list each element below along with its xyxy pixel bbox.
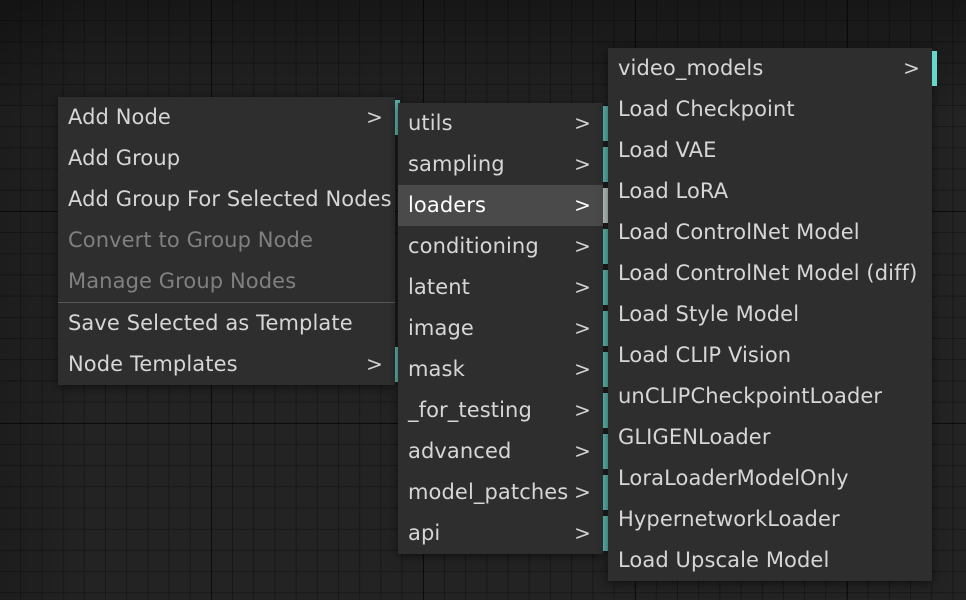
submenu-marker-bar	[603, 106, 608, 141]
menu-item-label: image	[408, 316, 474, 340]
submenu-arrow-icon: >	[574, 316, 591, 340]
menu-separator	[58, 302, 395, 303]
submenu-marker-bar	[603, 188, 608, 223]
menu-item-label: _for_testing	[408, 398, 532, 422]
submenu-arrow-icon: >	[574, 152, 591, 176]
menu-item-add-node[interactable]: Add Node >	[58, 97, 400, 138]
menu-item-load-vae[interactable]: Load VAE	[608, 130, 932, 171]
submenu-marker-bar	[603, 229, 608, 264]
menu-item-manage-group-nodes: Manage Group Nodes	[58, 261, 395, 302]
menu-item-hypernetworkloader[interactable]: HypernetworkLoader	[608, 499, 932, 540]
submenu-marker-bar	[603, 475, 608, 510]
menu-item-unclipcheckpointloader[interactable]: unCLIPCheckpointLoader	[608, 376, 932, 417]
menu-item-label: Load VAE	[618, 138, 717, 162]
menu-item-label: advanced	[408, 439, 512, 463]
submenu-arrow-icon: >	[574, 111, 591, 135]
submenu-marker-bar	[395, 347, 400, 382]
submenu-marker-bar	[603, 516, 608, 551]
menu-item-label: Node Templates	[68, 352, 238, 376]
menu-item-label: LoraLoaderModelOnly	[618, 466, 849, 490]
menu-item-label: Manage Group Nodes	[68, 269, 297, 293]
menu-item-label: Load CLIP Vision	[618, 343, 792, 367]
menu-item-load-upscale-model[interactable]: Load Upscale Model	[608, 540, 932, 581]
submenu-marker-bar	[932, 51, 937, 86]
menu-item-loaders[interactable]: loaders >	[398, 185, 608, 226]
menu-item-load-style-model[interactable]: Load Style Model	[608, 294, 932, 335]
submenu-arrow-icon: >	[574, 234, 591, 258]
menu-item-model-patches[interactable]: model_patches>	[398, 472, 608, 513]
menu-item-utils[interactable]: utils >	[398, 103, 608, 144]
menu-item-label: Add Group For Selected Nodes	[68, 187, 392, 211]
submenu-marker-bar	[603, 434, 608, 469]
menu-item-label: unCLIPCheckpointLoader	[618, 384, 883, 408]
menu-item-add-group-for-selected-nodes[interactable]: Add Group For Selected Nodes	[58, 179, 395, 220]
menu-item-label: sampling	[408, 152, 505, 176]
menu-item-add-group[interactable]: Add Group	[58, 138, 395, 179]
menu-item-label: HypernetworkLoader	[618, 507, 840, 531]
menu-item-label: api	[408, 521, 441, 545]
menu-item-sampling[interactable]: sampling >	[398, 144, 608, 185]
menu-item-for-testing[interactable]: _for_testing >	[398, 390, 608, 431]
menu-item-label: conditioning	[408, 234, 539, 258]
menu-item-label: Add Group	[68, 146, 181, 170]
menu-item-latent[interactable]: latent >	[398, 267, 608, 308]
menu-item-label: video_models	[618, 56, 764, 80]
menu-item-image[interactable]: image >	[398, 308, 608, 349]
menu-item-save-selected-as-template[interactable]: Save Selected as Template	[58, 303, 395, 344]
menu-item-label: GLIGENLoader	[618, 425, 771, 449]
submenu-arrow-icon: >	[574, 398, 591, 422]
menu-item-label: Load Checkpoint	[618, 97, 795, 121]
submenu-arrow-icon: >	[366, 352, 383, 376]
menu-item-loraloadermodelonly[interactable]: LoraLoaderModelOnly	[608, 458, 932, 499]
menu-item-api[interactable]: api >	[398, 513, 608, 554]
menu-item-convert-to-group-node: Convert to Group Node	[58, 220, 395, 261]
submenu-arrow-icon: >	[366, 105, 383, 129]
submenu-arrow-icon: >	[903, 56, 920, 80]
menu-item-label: utils	[408, 111, 453, 135]
menu-item-video-models[interactable]: video_models >	[608, 48, 937, 89]
submenu-arrow-icon: >	[574, 275, 591, 299]
submenu-marker-bar	[603, 393, 608, 428]
menu-item-mask[interactable]: mask >	[398, 349, 608, 390]
submenu-arrow-icon: >	[574, 357, 591, 381]
menu-item-load-controlnet-model[interactable]: Load ControlNet Model	[608, 212, 932, 253]
menu-item-label: Load Style Model	[618, 302, 800, 326]
menu-item-label: Save Selected as Template	[68, 311, 353, 335]
menu-item-label: Load ControlNet Model	[618, 220, 860, 244]
menu-item-label: latent	[408, 275, 471, 299]
submenu-arrow-icon: >	[574, 193, 591, 217]
menu-item-label: Load LoRA	[618, 179, 729, 203]
submenu-marker-bar	[603, 352, 608, 387]
menu-item-label: mask	[408, 357, 465, 381]
menu-item-node-templates[interactable]: Node Templates >	[58, 344, 400, 385]
menu-item-label: Load ControlNet Model (diff)	[618, 261, 918, 285]
menu-item-label: Convert to Group Node	[68, 228, 313, 252]
menu-item-advanced[interactable]: advanced >	[398, 431, 608, 472]
menu-item-load-controlnet-model-diff[interactable]: Load ControlNet Model (diff)	[608, 253, 932, 294]
menu-item-load-clip-vision[interactable]: Load CLIP Vision	[608, 335, 932, 376]
menu-item-label: loaders	[408, 193, 487, 217]
submenu-arrow-icon: >	[574, 521, 591, 545]
menu-item-load-lora[interactable]: Load LoRA	[608, 171, 932, 212]
submenu-marker-bar	[603, 311, 608, 346]
submenu-marker-bar	[603, 270, 608, 305]
menu-item-label: model_patches	[408, 480, 569, 504]
menu-item-gligenloader[interactable]: GLIGENLoader	[608, 417, 932, 458]
menu-item-label: Load Upscale Model	[618, 548, 830, 572]
menu-item-conditioning[interactable]: conditioning >	[398, 226, 608, 267]
submenu-marker-bar	[395, 100, 400, 135]
menu-item-label: Add Node	[68, 105, 171, 129]
submenu-arrow-icon: >	[574, 480, 591, 504]
add-node-category-submenu[interactable]: utils>sampling>loaders>conditioning>late…	[398, 103, 608, 554]
submenu-marker-bar	[603, 147, 608, 182]
menu-item-load-checkpoint[interactable]: Load Checkpoint	[608, 89, 932, 130]
submenu-arrow-icon: >	[574, 439, 591, 463]
